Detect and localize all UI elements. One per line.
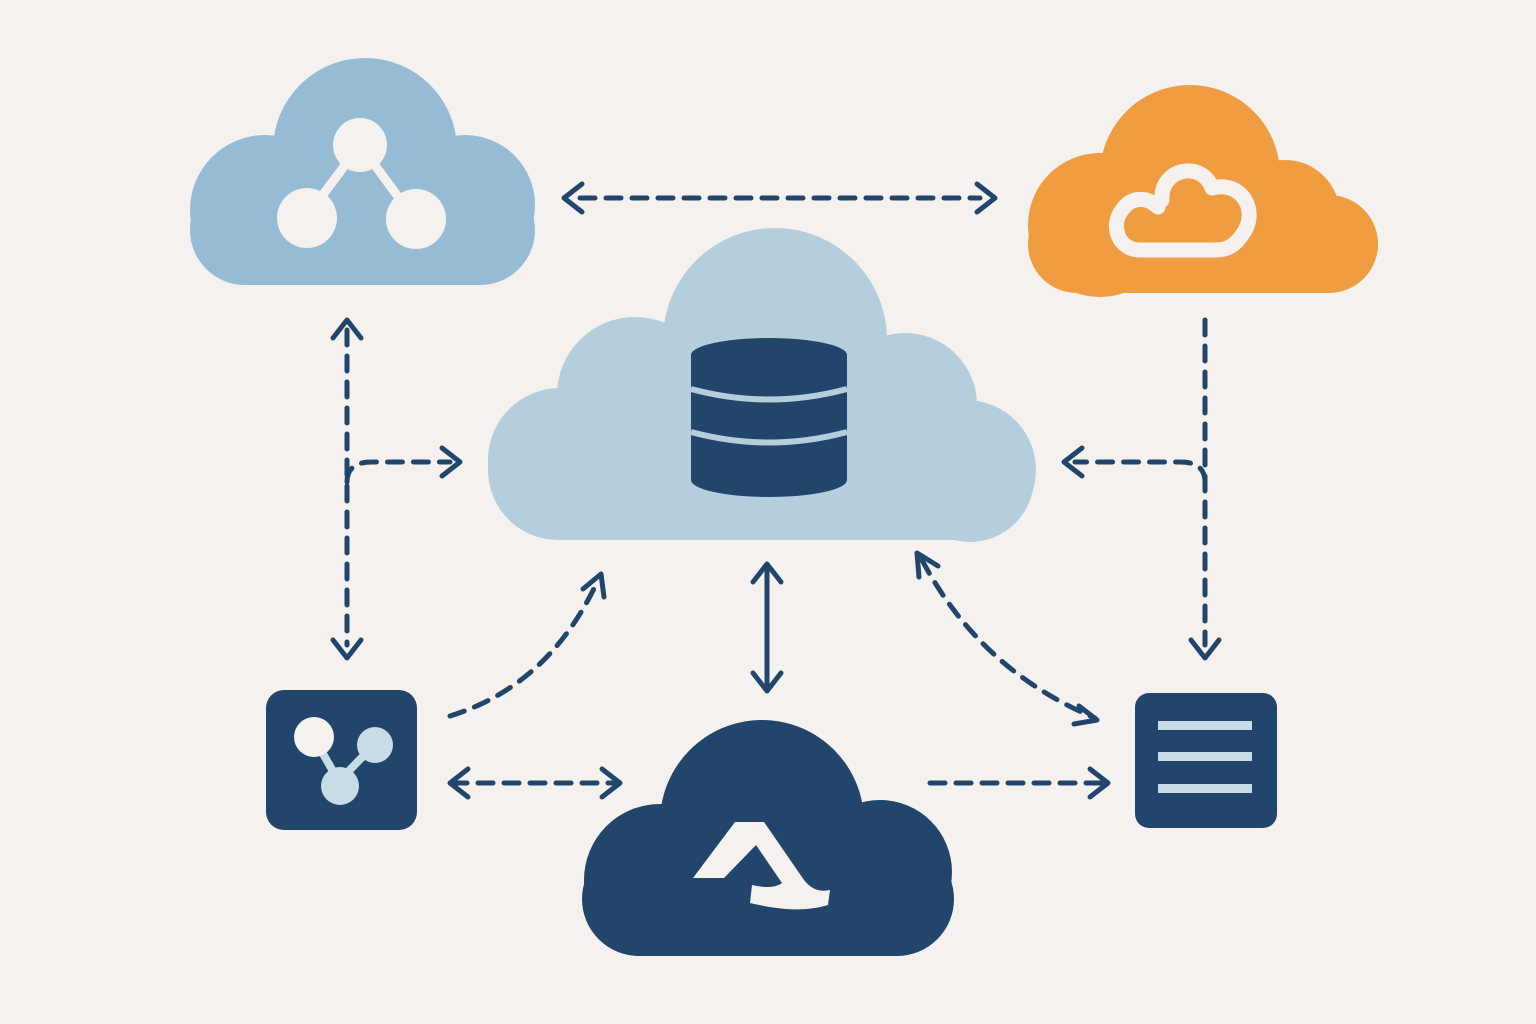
share-network-icon (277, 118, 446, 249)
database-icon (690, 338, 848, 497)
orange-cloud[interactable] (1028, 85, 1378, 297)
connector-database-lambda (750, 561, 784, 694)
database-cloud[interactable] (488, 228, 1036, 542)
sharing-cloud[interactable] (190, 58, 535, 285)
connector-graph-database (447, 571, 607, 719)
lambda-cloud[interactable] (582, 720, 954, 956)
connector-orange-database (1061, 445, 1208, 485)
connector-database-list (914, 550, 1100, 727)
connector-sharing-orange (561, 181, 998, 215)
connector-sharing-graph (330, 317, 364, 661)
branch-nodes-icon (294, 717, 393, 805)
connector-orange-list (1188, 317, 1222, 661)
cloud-shape (1028, 85, 1378, 297)
list-lines-icon (1158, 721, 1252, 793)
cloud-sync-icon (1108, 163, 1257, 258)
connector-lambda-list (927, 766, 1111, 800)
list-service[interactable] (1135, 693, 1277, 828)
square-shape (266, 690, 417, 830)
lambda-icon (693, 822, 830, 910)
connector-sharing-database (344, 445, 463, 485)
connector-graph-lambda (447, 766, 623, 800)
connectors (330, 181, 1222, 800)
graph-service[interactable] (266, 690, 417, 830)
